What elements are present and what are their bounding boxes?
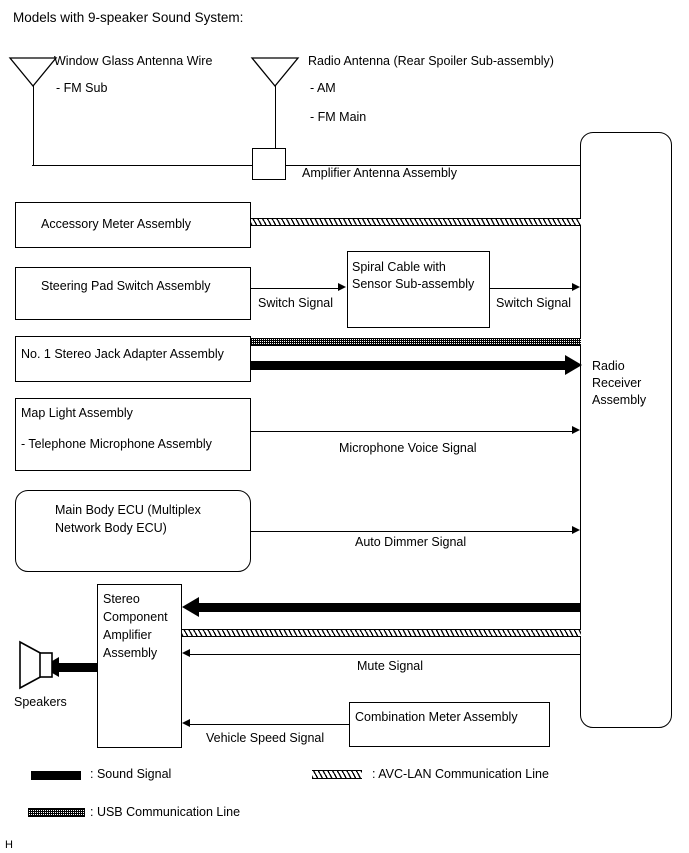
sound-signal-line-stereo-jack xyxy=(251,361,568,370)
usb-swatch xyxy=(28,808,85,817)
sound-signal-arrow-stereo-jack xyxy=(565,355,582,375)
switch-signal-label-right: Switch Signal xyxy=(496,296,572,310)
switch-signal-arrow-right xyxy=(572,283,580,291)
spiral-cable-box xyxy=(347,251,490,328)
stereo-jack-adapter-assembly-box xyxy=(15,336,251,382)
auto-dimmer-signal-label: Auto Dimmer Signal xyxy=(355,535,467,549)
page-title: Models with 9-speaker Sound System: xyxy=(13,10,244,25)
amplifier-antenna-assembly-label: Amplifier Antenna Assembly xyxy=(302,166,457,180)
vehicle-speed-signal-line xyxy=(190,723,349,725)
antenna-icon-radio xyxy=(250,56,300,88)
auto-dimmer-signal-line xyxy=(251,530,575,532)
microphone-voice-signal-label: Microphone Voice Signal xyxy=(339,441,477,455)
antenna-2-label: Radio Antenna (Rear Spoiler Sub-assembly… xyxy=(308,54,554,68)
switch-signal-line-left xyxy=(251,287,339,289)
usb-line-stereo-jack xyxy=(251,338,581,346)
sound-signal-swatch xyxy=(31,771,81,780)
combination-meter-assembly-box xyxy=(349,702,550,747)
microphone-voice-signal-line xyxy=(251,430,575,432)
switch-signal-line-right xyxy=(490,287,575,289)
speakers-label: Speakers xyxy=(14,695,67,709)
sound-signal-arrow-receiver-to-amp xyxy=(182,597,199,617)
switch-signal-arrow-left xyxy=(338,283,346,291)
stereo-jack-adapter-assembly-label: No. 1 Stereo Jack Adapter Assembly xyxy=(21,347,224,361)
antenna-icon-window-glass xyxy=(8,56,58,88)
microphone-voice-signal-arrow xyxy=(572,426,580,434)
telephone-microphone-assembly-label: - Telephone Microphone Assembly xyxy=(21,437,212,451)
mute-signal-arrow xyxy=(182,649,190,657)
radio-receiver-assembly-label: Radio Receiver Assembly xyxy=(592,359,647,407)
avclan-swatch xyxy=(312,770,362,779)
map-light-assembly-box xyxy=(15,398,251,471)
amp-antenna-to-receiver-line xyxy=(286,164,581,166)
combination-meter-assembly-label: Combination Meter Assembly xyxy=(355,710,518,724)
radio-receiver-assembly-box xyxy=(580,132,672,728)
amplifier-antenna-assembly-box xyxy=(252,148,286,180)
antenna-1-to-amp-line xyxy=(32,164,254,166)
switch-signal-label-left: Switch Signal xyxy=(258,296,334,310)
antenna-2-sublabel-fm-main: - FM Main xyxy=(310,110,367,124)
steering-pad-switch-assembly-label: Steering Pad Switch Assembly xyxy=(41,279,211,293)
vehicle-speed-signal-label: Vehicle Speed Signal xyxy=(206,731,325,745)
sound-signal-line-receiver-to-amp xyxy=(199,603,581,612)
mute-signal-line xyxy=(190,653,581,655)
mute-signal-label: Mute Signal xyxy=(357,659,424,673)
antenna-2-downlead xyxy=(274,85,276,149)
map-light-assembly-label: Map Light Assembly xyxy=(21,406,133,420)
avclan-line-accessory-meter xyxy=(251,218,581,226)
speaker-icon xyxy=(14,638,54,692)
main-body-ecu-box xyxy=(15,490,251,572)
vehicle-speed-signal-arrow xyxy=(182,719,190,727)
legend-label-sound-signal: : Sound Signal xyxy=(90,767,172,781)
legend-label-usb: : USB Communication Line xyxy=(90,805,241,819)
main-body-ecu-label: Main Body ECU (Multiplex Network Body EC… xyxy=(55,503,201,535)
antenna-2-sublabel-am: - AM xyxy=(310,81,336,95)
accessory-meter-assembly-label: Accessory Meter Assembly xyxy=(41,217,192,231)
antenna-1-label: Window Glass Antenna Wire xyxy=(54,54,213,68)
sound-signal-line-amp-to-speakers xyxy=(58,663,98,672)
stereo-component-amplifier-label: Stereo Component Amplifier Assembly xyxy=(103,592,168,660)
page-marker: H xyxy=(5,839,13,851)
avclan-line-amplifier xyxy=(182,629,581,637)
accessory-meter-assembly-box xyxy=(15,202,251,248)
legend-label-avclan: : AVC-LAN Communication Line xyxy=(372,767,549,781)
auto-dimmer-signal-arrow xyxy=(572,526,580,534)
steering-pad-switch-assembly-box xyxy=(15,267,251,320)
spiral-cable-label: Spiral Cable with Sensor Sub-assembly xyxy=(352,260,475,291)
antenna-1-downlead xyxy=(32,85,34,165)
antenna-1-sublabel-fm-sub: - FM Sub xyxy=(56,81,108,95)
